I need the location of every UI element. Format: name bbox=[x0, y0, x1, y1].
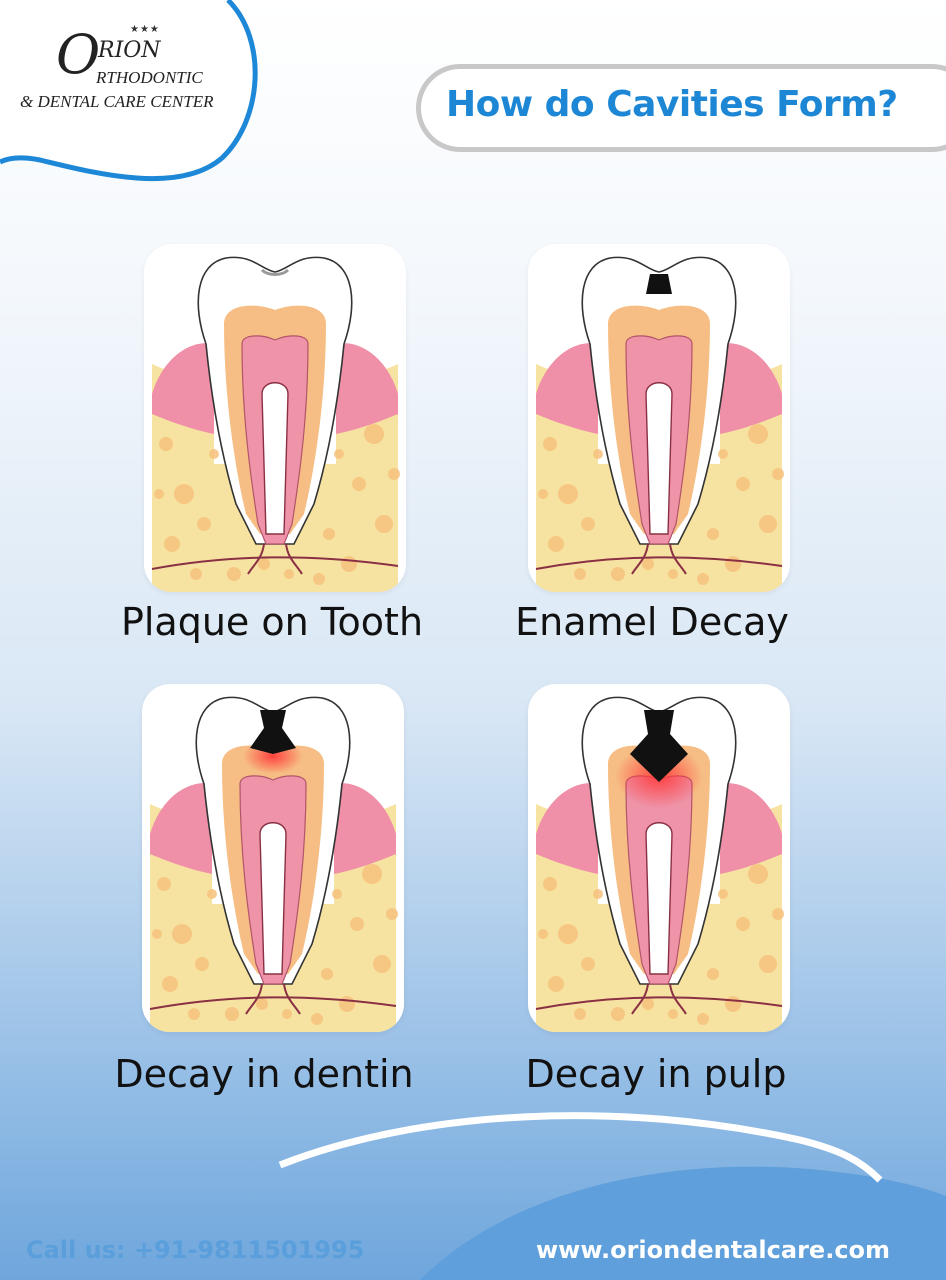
logo-rest-of-name: RION bbox=[98, 38, 161, 63]
logo-stars: ★★★ bbox=[130, 24, 160, 35]
tooth-illustration-plaque bbox=[151, 256, 400, 592]
tooth-illustration-dentin bbox=[149, 696, 398, 1032]
stage-label-enamel: Enamel Decay bbox=[515, 600, 789, 644]
tooth-illustration-pulp bbox=[535, 696, 784, 1032]
stage-label-pulp: Decay in pulp bbox=[525, 1052, 787, 1096]
page-title: How do Cavities Form? bbox=[446, 84, 898, 125]
stage-label-dentin: Decay in dentin bbox=[114, 1052, 414, 1096]
phone-number[interactable]: Call us: +91-9811501995 bbox=[26, 1236, 365, 1264]
logo-initial: O bbox=[56, 23, 101, 86]
logo-line-3: & DENTAL CARE CENTER bbox=[20, 92, 214, 111]
clinic-logo: O RION ★★★ RTHODONTIC & DENTAL CARE CENT… bbox=[16, 23, 246, 128]
stage-card-plaque bbox=[144, 244, 406, 592]
stage-card-enamel bbox=[528, 244, 790, 592]
website-link[interactable]: www.oriondentalcare.com bbox=[536, 1236, 891, 1264]
logo-line-2: RTHODONTIC bbox=[96, 68, 203, 87]
title-pill bbox=[416, 64, 946, 152]
stage-label-plaque: Plaque on Tooth bbox=[120, 600, 424, 644]
stage-card-pulp bbox=[528, 684, 790, 1032]
tooth-illustration-enamel bbox=[535, 256, 784, 592]
stage-card-dentin bbox=[142, 684, 404, 1032]
